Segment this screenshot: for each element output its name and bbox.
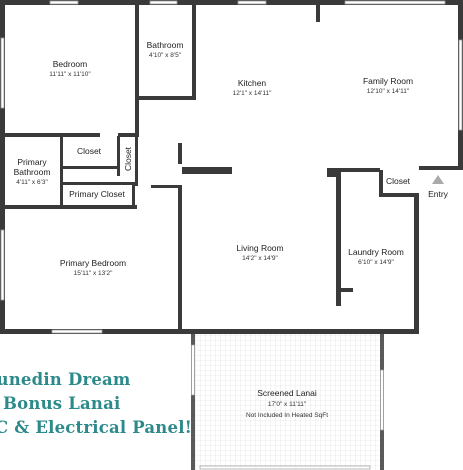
room-bathroom: Bathroom 4'10" x 8'5" <box>147 40 184 59</box>
lanai-screens <box>191 344 384 470</box>
interior-walls <box>0 0 419 332</box>
banner-line-1: Dunedin Dream <box>0 370 131 389</box>
room-name-family-room: Family Room <box>363 76 413 86</box>
room-name-primary-bathroom-line1: Primary <box>17 157 47 167</box>
room-name-bedroom: Bedroom <box>53 59 88 69</box>
room-name-bathroom: Bathroom <box>147 40 184 50</box>
room-dims-family-room: 12'10" x 14'11" <box>367 88 410 95</box>
room-laundry-room: Laundry Room 6'10" x 14'9" <box>348 247 404 266</box>
room-name-primary-closet: Primary Closet <box>69 189 125 199</box>
lanai-note: Not Included In Heated SqFt <box>246 412 328 419</box>
room-family-room: Family Room 12'10" x 14'11" <box>363 76 413 95</box>
room-dims-bathroom: 4'10" x 8'5" <box>149 52 182 59</box>
room-dims-primary-bedroom: 15'11" x 13'2" <box>74 270 113 277</box>
room-name-entry: Entry <box>428 189 449 199</box>
banner-line-2: & Bonus Lanai <box>0 394 121 413</box>
room-dims-kitchen: 12'1" x 14'11" <box>233 90 272 97</box>
room-dims-bedroom: 11'11" x 11'10" <box>49 71 91 78</box>
windows <box>0 0 463 334</box>
room-kitchen: Kitchen 12'1" x 14'11" <box>233 78 272 97</box>
room-dims-laundry-room: 6'10" x 14'9" <box>358 259 394 266</box>
room-name-primary-bathroom-line2: Bathroom <box>14 167 51 177</box>
room-dims-primary-bathroom: 4'11" x 6'3" <box>16 179 48 186</box>
screened-lanai-floor <box>194 333 381 470</box>
room-name-kitchen: Kitchen <box>238 78 267 88</box>
room-dims-living-room: 14'2" x 14'9" <box>242 255 278 262</box>
banner-line-3: AC & Electrical Panel! <box>0 418 193 437</box>
room-living-room: Living Room 14'2" x 14'9" <box>236 243 283 262</box>
room-screened-lanai: Screened Lanai 17'0" x 11'11" Not Includ… <box>246 388 328 419</box>
room-name-laundry-room: Laundry Room <box>348 247 404 257</box>
entry-arrow-icon <box>432 175 444 184</box>
room-primary-bedroom: Primary Bedroom 15'11" x 13'2" <box>60 258 126 277</box>
room-name-screened-lanai: Screened Lanai <box>257 388 317 398</box>
room-primary-bathroom: Primary Bathroom 4'11" x 6'3" <box>14 157 51 186</box>
room-name-primary-bedroom: Primary Bedroom <box>60 258 126 268</box>
room-name-closet-top: Closet <box>77 146 102 156</box>
room-dims-screened-lanai: 17'0" x 11'11" <box>268 401 307 408</box>
room-name-closet-right: Closet <box>386 176 411 186</box>
room-name-living-room: Living Room <box>236 243 283 253</box>
room-bedroom: Bedroom 11'11" x 11'10" <box>49 59 91 78</box>
room-name-closet-vertical: Closet <box>123 146 133 171</box>
